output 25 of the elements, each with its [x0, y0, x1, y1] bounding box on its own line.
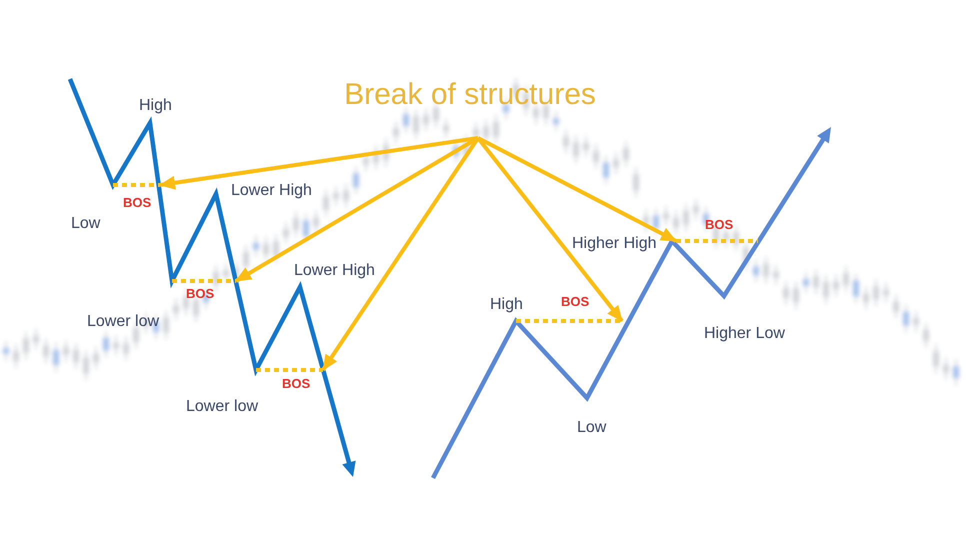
break-level-line — [676, 239, 758, 243]
bos-label: BOS — [186, 286, 214, 302]
swing-point-label: High — [490, 295, 523, 314]
bos-label: BOS — [282, 376, 310, 392]
swing-point-label: Low — [71, 214, 100, 234]
swing-point-label: High — [139, 96, 172, 116]
swing-point-label: Low — [577, 418, 606, 438]
swing-point-label: Higher High — [572, 234, 656, 254]
bos-label: BOS — [561, 294, 590, 310]
swing-point-label: Lower High — [294, 261, 375, 280]
swing-point-label: Higher Low — [704, 324, 785, 344]
bos-label: BOS — [123, 195, 152, 211]
diagram-title: Break of structures — [344, 77, 596, 113]
swing-point-label: Lower low — [87, 312, 160, 332]
arrow — [234, 136, 480, 283]
bos-label: BOS — [705, 217, 734, 233]
break-level-line — [516, 319, 622, 323]
swing-point-label: Lower low — [186, 397, 258, 416]
arrow — [477, 136, 677, 243]
swing-point-label: Lower High — [231, 181, 312, 200]
break-level-line — [172, 279, 236, 283]
break-level-line — [256, 368, 323, 372]
arrow — [159, 136, 478, 190]
arrow — [476, 136, 624, 322]
break-level-line — [113, 183, 160, 187]
